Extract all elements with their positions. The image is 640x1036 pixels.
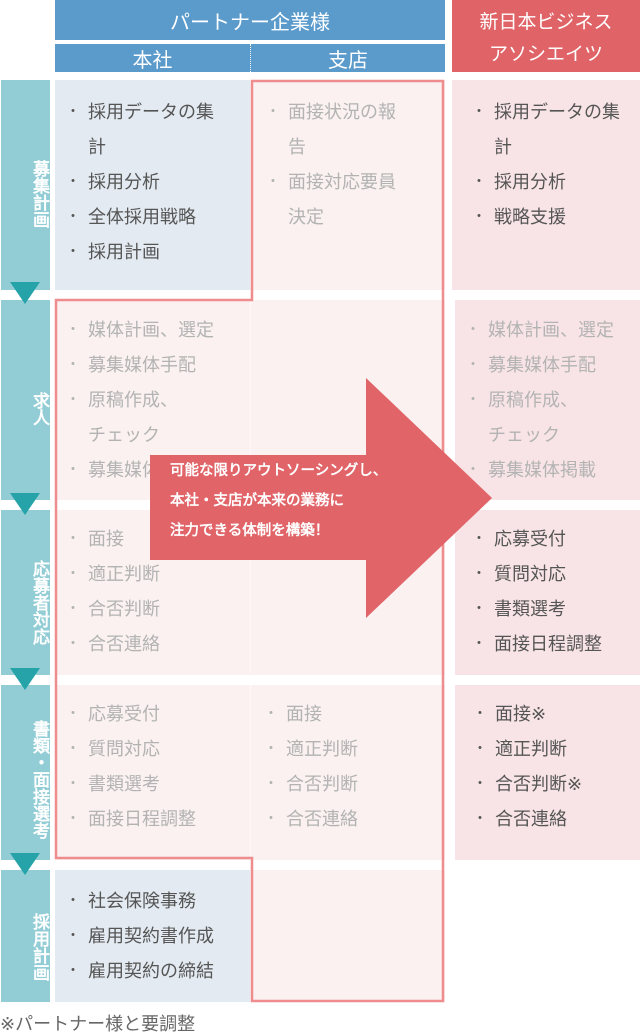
list-item: 合否判断※: [469, 767, 639, 802]
list-item: 原稿作成、チェック: [62, 383, 192, 453]
list-item: 面接日程調整: [468, 627, 638, 662]
stage-label-3: 応募者対応: [1, 510, 50, 675]
list-honsha-4: 応募受付質問対応書類選考面接日程調整: [62, 697, 242, 837]
list-item: 面接日程調整: [62, 802, 242, 837]
stage-label-text: 採用計画: [29, 913, 49, 981]
vendor-name-line1: 新日本ビジネス: [479, 11, 613, 33]
stage-label-5: 採用計画: [1, 870, 50, 1002]
honsha-header: 本社: [55, 44, 250, 72]
list-item: 全体採用戦略: [62, 200, 247, 235]
list-item: 採用データの集計: [62, 95, 227, 165]
list-item: 採用分析: [468, 165, 633, 200]
stage-label-text: 応募者対応: [29, 560, 49, 645]
down-arrow-icon: [10, 282, 40, 304]
list-item: 適正判断: [62, 557, 242, 592]
list-honsha-1: 採用データの集計採用分析全体採用戦略採用計画: [62, 95, 247, 270]
arrow-message-line: 本社・支店が本来の業務に: [170, 493, 344, 509]
list-item: 採用計画: [62, 235, 247, 270]
down-arrow-icon: [10, 493, 40, 515]
list-item: 原稿作成、チェック: [462, 383, 592, 453]
list-item: 媒体計画、選定: [62, 313, 242, 348]
list-item: 媒体計画、選定: [462, 313, 640, 348]
list-item: 面接: [62, 522, 242, 557]
list-item: 合否連絡: [62, 627, 242, 662]
list-item: 応募受付: [468, 522, 638, 557]
arrow-message-line: 可能な限りアウトソーシングし、: [170, 463, 388, 479]
list-shiten-1: 面接状況の報告面接対応要員決定: [262, 95, 412, 235]
arrow-message: 可能な限りアウトソーシングし、 本社・支店が本来の業務に 注力できる体制を構築！: [170, 456, 470, 546]
list-item: 面接: [260, 697, 440, 732]
partner-header: パートナー企業様: [55, 0, 445, 40]
honsha-label: 本社: [132, 47, 173, 72]
cell-bg: [250, 870, 445, 1002]
list-item: 質問対応: [468, 557, 638, 592]
partner-header-label: パートナー企業様: [170, 9, 330, 34]
list-item: 適正判断: [260, 732, 440, 767]
list-item: 雇用契約の締結: [62, 954, 250, 989]
list-item: 戦略支援: [468, 200, 633, 235]
shiten-header: 支店: [250, 44, 445, 72]
arrow-message-line: 注力できる体制を構築！: [170, 523, 330, 539]
list-honsha-3: 面接適正判断合否判断合否連絡: [62, 522, 242, 662]
list-item: 採用データの集計: [468, 95, 628, 165]
list-item: 書類選考: [468, 592, 638, 627]
list-item: 募集媒体手配: [462, 348, 640, 383]
list-vendor-3: 応募受付質問対応書類選考面接日程調整: [468, 522, 638, 662]
list-item: 応募受付: [62, 697, 242, 732]
list-item: 質問対応: [62, 732, 242, 767]
list-item: 面接状況の報告: [262, 95, 402, 165]
list-vendor-4: 面接※適正判断合否判断※合否連絡: [469, 697, 639, 837]
list-item: 適正判断: [469, 732, 639, 767]
stage-label-text: 募集計画: [29, 160, 49, 228]
list-honsha-5: 社会保険事務雇用契約書作成雇用契約の締結: [62, 884, 250, 989]
vendor-name-line2: アソシエイツ: [488, 43, 603, 65]
list-item: 合否連絡: [469, 802, 639, 837]
list-item: 採用分析: [62, 165, 247, 200]
list-item: 雇用契約書作成: [62, 919, 250, 954]
stage-label-4: 書類・面接選考: [1, 685, 50, 860]
list-item: 合否判断: [62, 592, 242, 627]
stage-label-1: 募集計画: [1, 80, 50, 290]
list-item: 社会保険事務: [62, 884, 250, 919]
down-arrow-icon: [10, 853, 40, 875]
footnote: ※パートナー様と要調整: [0, 1014, 196, 1035]
list-item: 募集媒体手配: [62, 348, 242, 383]
list-vendor-1: 採用データの集計採用分析戦略支援: [468, 95, 633, 235]
list-item: 面接対応要員決定: [262, 165, 412, 235]
list-vendor-2: 媒体計画、選定募集媒体手配原稿作成、チェック募集媒体掲載: [462, 313, 640, 488]
list-item: 面接※: [469, 697, 639, 732]
down-arrow-icon: [10, 668, 40, 690]
list-item: 書類選考: [62, 767, 242, 802]
vendor-header: 新日本ビジネスアソシエイツ: [452, 0, 640, 72]
list-item: 合否判断: [260, 767, 440, 802]
list-item: 合否連絡: [260, 802, 440, 837]
stage-label-text: 書類・面接選考: [29, 720, 49, 839]
stage-label-2: 求人: [1, 300, 50, 500]
shiten-label: 支店: [328, 47, 368, 72]
stage-label-text: 求人: [29, 392, 49, 426]
list-shiten-4: 面接適正判断合否判断合否連絡: [260, 697, 440, 837]
